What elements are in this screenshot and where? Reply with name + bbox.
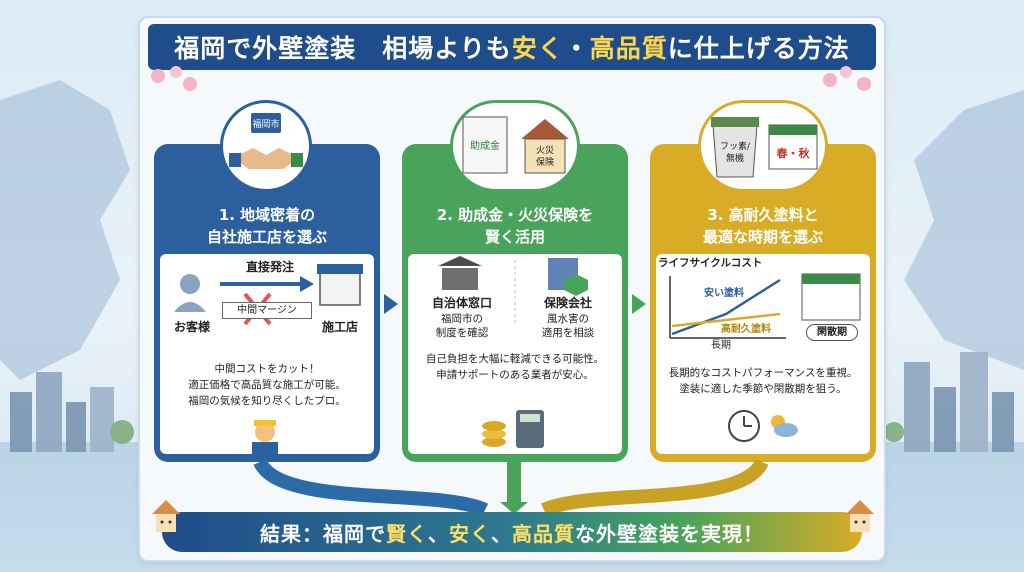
durable-paint-line: [671, 312, 781, 328]
map-silhouette-left: [0, 80, 130, 380]
insurance-title: 保険会社: [543, 296, 592, 310]
lifecycle-cost-chart: [669, 273, 861, 339]
cherry-blossom-left-icon: [151, 66, 197, 91]
step-3-body: ライフサイクルコスト 安い塗料 高耐久塗料 長期 閑散期 長期的なコストパフォー…: [656, 254, 870, 454]
city-sign-label: 福岡市: [252, 118, 279, 130]
step-3-desc-2: 塗装に適した季節や閑散期を狙う。: [679, 383, 847, 395]
step-1-desc-2: 適正価格で高品質な施工が可能。: [188, 379, 346, 391]
paint-calendar-circle: フッ素/ 無機 春・秋: [698, 100, 828, 192]
direct-order-label: 直接発注: [245, 260, 294, 274]
house-label-2: 保険: [536, 156, 554, 168]
step-2-desc-1: 自己負担を大幅に軽減できる可能性。: [425, 353, 605, 365]
paint-bucket-calendar-icon: フッ素/ 無機 春・秋: [711, 117, 818, 178]
arrow-1-to-2: [384, 294, 398, 314]
result-banner: 結果：福岡で賢く、安く、高品質な外壁塗装を実現！: [162, 512, 862, 552]
subsidy-circle: 助成金 火災 保険: [450, 100, 580, 192]
step-2-heading: 2. 助成金・火災保険を 賢く活用: [436, 206, 594, 246]
insurance-sub-1: 風水害の: [547, 313, 589, 325]
direct-order-diagram: [174, 264, 363, 326]
step-card-3: フッ素/ 無機 春・秋 3. 高耐久塗料と 最適な時期を選ぶ ライフサイクルコス…: [650, 100, 876, 462]
city-office-icon: [438, 256, 482, 266]
middle-margin-label: 中間マージン: [222, 302, 312, 319]
painter-icon: [252, 420, 278, 454]
office-insurance-diagram: [438, 256, 588, 324]
infographic-board: 福岡で外壁塗装 相場よりも安く・高品質に仕上げる方法 福岡市 1. 地域密着の …: [138, 16, 886, 562]
bucket-label-1: フッ素/: [720, 140, 751, 152]
step-2-desc-2: 申請サポートのある業者が安心。: [436, 369, 594, 381]
step-3-heading: 3. 高耐久塗料と 最適な時期を選ぶ: [702, 206, 823, 246]
cheap-paint-line: [671, 278, 781, 336]
clock-weather-icon: [728, 410, 798, 442]
step-1-body: 直接発注 お客様 中間マージン 施工店 中間コストをカット！ 適正価格で高品質な…: [160, 254, 374, 454]
step-card-2: 助成金 火災 保険 2. 助成金・火災保険を 賢く活用 自治体窓口 福岡市の 制…: [402, 100, 628, 462]
document-label: 助成金: [470, 139, 500, 152]
handshake-icon: 福岡市: [229, 113, 303, 169]
step-1-desc-1: 中間コストをカット！: [214, 363, 320, 375]
subsidy-insurance-icon: 助成金 火災 保険: [462, 116, 569, 174]
bucket-label-2: 無機: [726, 152, 744, 164]
insurance-sub-2: 適用を相談: [541, 327, 595, 339]
shop-icon: [319, 268, 361, 306]
handshake-circle: 福岡市: [220, 100, 312, 192]
arrow-2-to-3: [632, 294, 646, 314]
happy-house-left-icon: [152, 500, 180, 532]
happy-house-right-icon: [846, 500, 874, 532]
city-office-sub-2: 制度を確認: [435, 327, 489, 339]
season-label: 春・秋: [777, 146, 811, 160]
durable-paint-label: 高耐久塗料: [721, 324, 771, 335]
customer-label: お客様: [173, 320, 210, 334]
cheap-paint-label: 安い塗料: [704, 288, 744, 299]
step-3-desc-1: 長期的なコストパフォーマンスを重視。: [668, 367, 858, 379]
shop-label: 施工店: [321, 320, 358, 334]
city-office-sub-1: 福岡市の: [441, 313, 483, 325]
step-2-body: 自治体窓口 福岡市の 制度を確認 保険会社 風水害の 適用を相談 自己負担を大幅…: [408, 254, 622, 454]
lifecycle-chart-title: ライフサイクルコスト: [658, 257, 763, 269]
customer-icon: [180, 274, 200, 294]
cherry-blossom-right-icon: [823, 66, 871, 91]
city-skyline-left: [10, 372, 134, 452]
x-axis-label: 長期: [711, 340, 731, 351]
page-title: 福岡で外壁塗装 相場よりも安く・高品質に仕上げる方法: [148, 24, 876, 70]
city-office-title: 自治体窓口: [431, 296, 492, 310]
map-silhouette-right: [904, 90, 1024, 370]
city-skyline-right: [884, 352, 1014, 452]
converging-arrows: [253, 458, 769, 517]
house-label-1: 火災: [536, 145, 554, 156]
step-card-1: 福岡市 1. 地域密着の 自社施工店を選ぶ 直接発注 お客様: [154, 100, 380, 462]
coins-calculator-icon: [482, 410, 544, 448]
step-1-desc-3: 福岡の気候を知り尽くしたプロ。: [188, 395, 346, 407]
off-season-badge: 閑散期: [806, 324, 858, 341]
step-1-heading: 1. 地域密着の 自社施工店を選ぶ: [206, 206, 327, 246]
